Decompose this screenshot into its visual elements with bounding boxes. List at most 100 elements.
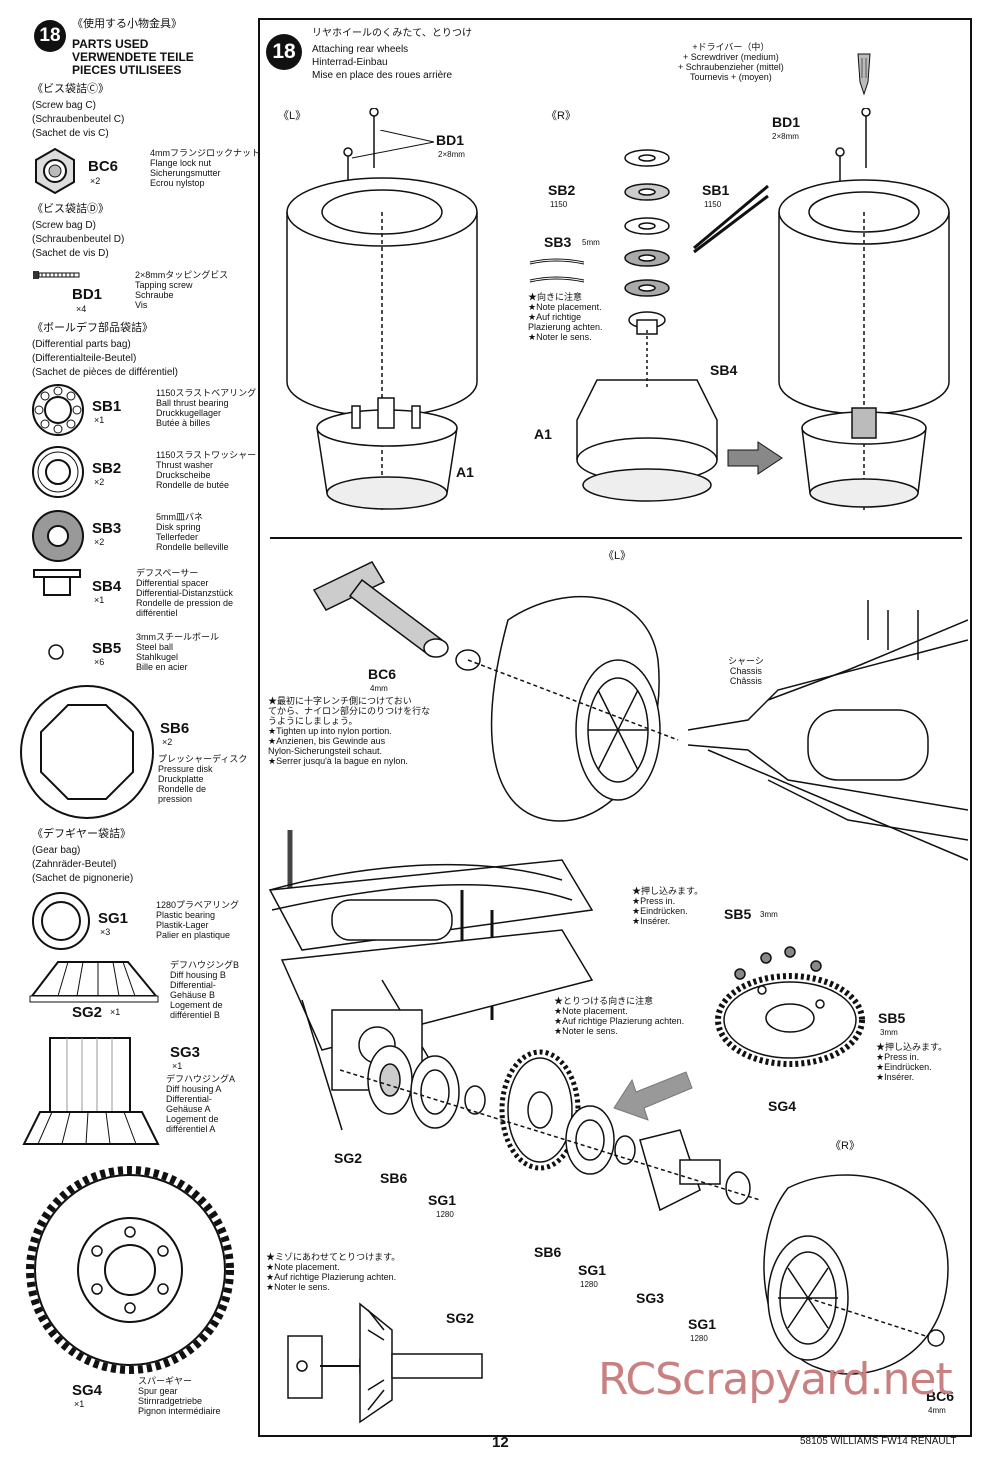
bag-gear-jp: 《デフギヤー袋詰》: [32, 828, 131, 840]
bc6-desc: 4mmフランジロックナット Flange lock nut Sicherungs…: [150, 148, 261, 188]
bc6-callout-bottom: BC6: [926, 1388, 955, 1404]
sg2-callout-mid: SG2: [334, 1150, 363, 1166]
bag-c-en: (Screw bag C): [32, 100, 96, 111]
parts-title-de: VERWENDETE TEILE: [72, 50, 194, 64]
sg2-inset-drawing: [287, 1302, 483, 1424]
bag-diff-de: (Differentialteile-Beutel): [32, 353, 137, 364]
sb2-size: 1150: [550, 200, 568, 209]
sb3-size: 5mm: [582, 238, 600, 247]
bc6-callout-top: BC6: [368, 666, 397, 682]
sg4-qty: ×1: [74, 1399, 85, 1409]
arrow-right-icon: [727, 441, 783, 475]
sb5-code: SB5: [92, 640, 122, 657]
chassis-wheel-drawing: [455, 595, 968, 861]
bag-diff-jp: 《ボールデフ部品袋詰》: [32, 322, 153, 334]
bd1-callout-right: BD1: [772, 114, 801, 130]
chassis-label: シャーシ Chassis Châssis: [728, 656, 764, 686]
bc6-size-top: 4mm: [370, 684, 388, 693]
step-title-en: Attaching rear wheels: [312, 44, 409, 55]
sg1-bearing-icon: [32, 892, 90, 950]
sg1-callout-right: SG1: [688, 1316, 717, 1332]
page-number: 12: [492, 1434, 509, 1451]
bag-c-de: (Schraubenbeutel C): [32, 114, 125, 125]
bd1-leader-lines: [351, 130, 435, 159]
direction-note: ★向きに注意 ★Note placement. ★Auf richtige Pl…: [528, 292, 603, 342]
bag-gear-de: (Zahnräder-Beutel): [32, 859, 117, 870]
bag-d-fr: (Sachet de vis D): [32, 248, 109, 259]
sb6-desc: プレッシャーディスク Pressure disk Druckplatte Ron…: [158, 754, 248, 804]
sb1-size: 1150: [704, 200, 722, 209]
left-wheel-assembly-drawing: [286, 108, 478, 512]
right-wheel-assembly-drawing: [778, 108, 950, 512]
sg4-spur-gear-icon: [26, 1166, 234, 1374]
bc6-size-bottom: 4mm: [928, 1406, 946, 1415]
sb6-callout-low: SB6: [534, 1244, 562, 1260]
divider: [270, 537, 962, 539]
sb6-callout-mid: SB6: [380, 1170, 408, 1186]
sg2-diff-housing-icon: [29, 961, 159, 1003]
step-badge-right: 18: [266, 34, 302, 70]
sb3-side-view-icon: [529, 258, 585, 283]
press-note-2: ★押し込みます。 ★Press in. ★Eindrücken. ★Insére…: [876, 1042, 948, 1082]
sg1-qty: ×3: [100, 927, 111, 937]
sb5-ball-icon: [48, 644, 64, 660]
sb1-qty: ×1: [94, 415, 105, 425]
sb3-qty: ×2: [94, 537, 105, 547]
bd1-size-left: 2×8mm: [438, 150, 465, 159]
tweezers-icon: [693, 184, 769, 254]
sb4-desc: デフスペーサー Differential spacer Differential…: [136, 568, 234, 618]
tool-note: +ドライバー（中） + Screwdriver (medium) + Schra…: [678, 42, 784, 82]
sg3-diff-housing-icon: [22, 1037, 160, 1145]
arrow-diagonal-icon: [613, 1071, 693, 1121]
sg3-qty: ×1: [172, 1061, 183, 1071]
step-frame: [258, 18, 972, 1437]
sb3-code: SB3: [92, 520, 122, 537]
sg4-callout-top: SG4: [768, 1098, 797, 1114]
diff-stack-drawing: [576, 149, 718, 502]
bag-gear-fr: (Sachet de pignonerie): [32, 873, 134, 884]
sb1-code: SB1: [92, 398, 122, 415]
sg1-size-low: 1280: [580, 1280, 598, 1289]
bag-c-jp: 《ビス袋詰Ⓒ》: [32, 83, 109, 95]
step-title-fr: Mise en place des roues arrière: [312, 70, 453, 81]
sg1-callout-low: SG1: [578, 1262, 607, 1278]
left-wheel-label: 《L》: [278, 110, 307, 122]
sb3-callout: SB3: [544, 234, 572, 250]
press-note: ★押し込みます。 ★Press in. ★Eindrücken. ★Insére…: [632, 886, 704, 926]
left-wheel-label-2: 《L》: [603, 550, 632, 562]
bd1-desc: 2×8mmタッピングビス Tapping screw Schraube Vis: [135, 270, 229, 310]
sg2-callout-inset: SG2: [446, 1310, 475, 1326]
spur-gear-balls-drawing: [715, 946, 865, 1067]
attach-note: ★とりつける向きに注意 ★Note placement. ★Auf richti…: [554, 996, 685, 1036]
sg2-code: SG2: [72, 1004, 103, 1021]
sg2-desc: デフハウジングB Diff housing B Differential- Ge…: [170, 960, 240, 1020]
bd1-code: BD1: [72, 286, 103, 303]
screwdriver-icon: [857, 53, 871, 96]
groove-note: ★ミゾにあわせてとりつけます。 ★Note placement. ★Auf ri…: [266, 1252, 401, 1292]
sb5-size-right: 3mm: [880, 1028, 898, 1037]
bc6-nut-icon: [35, 147, 75, 195]
bag-diff-fr: (Sachet de pièces de différentiel): [32, 367, 179, 378]
sb5-callout-top: SB5: [724, 906, 752, 922]
sb5-size-top: 3mm: [760, 910, 778, 919]
sb6-code: SB6: [160, 720, 190, 737]
sb6-qty: ×2: [162, 737, 173, 747]
sb5-desc: 3mmスチールボール Steel ball Stahlkugel Bille e…: [136, 632, 219, 672]
tighten-note: ★最初に十字レンチ側につけておい てから、ナイロン部分にのりつけを行な うように…: [268, 696, 431, 766]
sb2-code: SB2: [92, 460, 122, 477]
bd1-screw-icon: [33, 271, 80, 279]
step-title-jp: リヤホイールのくみたて、とりつけ: [312, 28, 472, 39]
sg4-code: SG4: [72, 1382, 103, 1399]
bag-gear-en: (Gear bag): [32, 845, 81, 856]
parts-title-en: PARTS USED: [72, 37, 149, 51]
bag-d-jp: 《ビス袋詰Ⓓ》: [32, 203, 109, 215]
bd1-qty: ×4: [76, 304, 87, 314]
sb6-pressure-disk-icon: [20, 685, 154, 819]
right-wheel-label-2: 《R》: [830, 1140, 860, 1152]
watermark: RCScrapyard.net: [598, 1354, 953, 1405]
sg1-desc: 1280プラベアリング Plastic bearing Plastik-Lage…: [156, 900, 240, 940]
sb5-callout-right: SB5: [878, 1010, 906, 1026]
sg3-code: SG3: [170, 1044, 201, 1061]
bag-d-de: (Schraubenbeutel D): [32, 234, 125, 245]
sb1-callout: SB1: [702, 182, 730, 198]
